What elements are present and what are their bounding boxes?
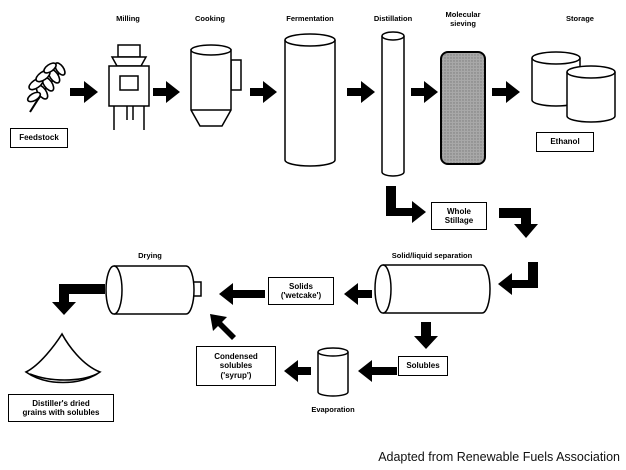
source-credit: Adapted from Renewable Fuels Association (378, 450, 620, 464)
solubles-label: Solubles (406, 361, 440, 371)
stage-label-molecular-line2: sieving (450, 19, 476, 28)
stage-label-solid-liquid-separation: Solid/liquid separation (391, 251, 473, 260)
distillation-column-icon (381, 31, 405, 177)
feedstock-box: Feedstock (10, 128, 68, 148)
whole-stillage-box: Whole Stillage (431, 202, 487, 230)
stage-label-fermentation: Fermentation (286, 14, 334, 23)
storage-tanks-icon (531, 51, 616, 123)
wheat-icon (26, 62, 66, 113)
arrow-fermentation-to-distillation (347, 81, 375, 103)
ddgs-line2: grains with solubles (22, 408, 100, 417)
arrow-into-separation (498, 262, 538, 295)
arrow-condensed-to-dryer (210, 314, 236, 340)
stage-label-molecular-sieving: Molecular sieving (433, 10, 493, 28)
cooker-icon (190, 44, 242, 127)
arrow-sieve-to-storage (492, 81, 520, 103)
arrow-separation-to-solubles (414, 322, 438, 349)
fermentation-tank-icon (284, 33, 336, 167)
ddgs-pile-icon (24, 332, 102, 384)
solids-line1: Solids (288, 281, 313, 291)
arrow-cooker-to-fermentation (250, 81, 277, 103)
arrow-separation-to-solids (344, 283, 372, 305)
ethanol-box: Ethanol (536, 132, 594, 152)
stage-label-distillation: Distillation (373, 14, 413, 23)
arrows-bottom (52, 283, 438, 382)
ethanol-label: Ethanol (550, 137, 580, 147)
whole-stillage-line2: Stillage (444, 216, 474, 225)
condensed-solubles-box: Condensed solubles ('syrup') (196, 346, 276, 386)
arrow-solubles-to-evaporator (358, 360, 397, 382)
solids-line2: ('wetcake') (280, 291, 322, 300)
feedstock-label: Feedstock (19, 133, 59, 143)
arrow-evaporator-to-condensed (284, 360, 311, 382)
condensed-line2: solubles (219, 361, 253, 371)
stage-label-molecular-line1: Molecular (445, 10, 481, 19)
solubles-box: Solubles (398, 356, 448, 376)
ddgs-box: Distiller's dried grains with solubles (8, 394, 114, 422)
condensed-line3: ('syrup') (220, 370, 252, 380)
arrow-distillation-to-sieve (411, 81, 438, 103)
evaporator-icon (317, 347, 349, 397)
arrow-distillation-to-whole-stillage (386, 186, 426, 223)
arrow-solids-to-dryer (219, 283, 265, 305)
molecular-sieve-icon (440, 51, 486, 165)
stage-label-evaporation: Evaporation (311, 405, 355, 414)
solids-wetcake-box: Solids ('wetcake') (268, 277, 334, 305)
arrows-stillage (386, 186, 538, 295)
dryer-icon (105, 265, 202, 315)
mill-icon (108, 44, 150, 130)
ddgs-line1: Distiller's dried (32, 398, 90, 408)
whole-stillage-line1: Whole (447, 206, 471, 216)
arrows-top-row (70, 81, 520, 103)
stage-label-cooking: Cooking (195, 14, 225, 23)
arrow-mill-to-cooker (153, 81, 180, 103)
arrow-whole-stillage-to-separation (499, 208, 538, 238)
stage-label-storage: Storage (566, 14, 594, 23)
stage-label-drying: Drying (138, 251, 162, 260)
condensed-line1: Condensed (214, 351, 258, 361)
separator-icon (374, 264, 491, 314)
arrow-dryer-to-ddgs (52, 284, 105, 315)
stage-label-milling: Milling (116, 14, 140, 23)
arrow-feedstock-to-mill (70, 81, 98, 103)
